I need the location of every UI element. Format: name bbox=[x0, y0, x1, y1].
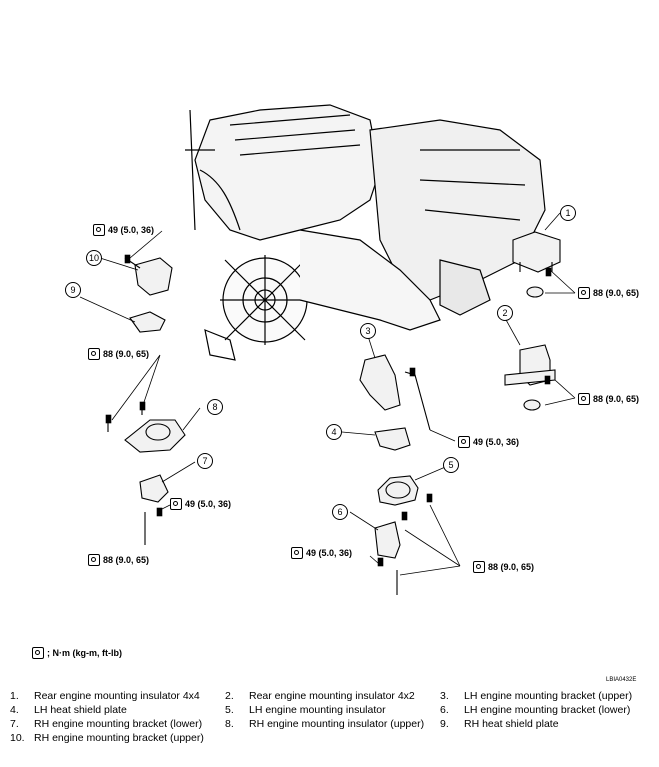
callout-7: 7 bbox=[197, 453, 213, 469]
torque-value: 88 (9.0, 65) bbox=[593, 394, 640, 404]
torque-wrench-icon bbox=[578, 393, 590, 405]
torque-wrench-icon bbox=[473, 561, 485, 573]
part-label: LH engine mounting bracket (upper) bbox=[464, 690, 633, 702]
callout-2: 2 bbox=[497, 305, 513, 321]
torque-spec: 49 (5.0, 36) bbox=[93, 224, 154, 236]
torque-spec: 49 (5.0, 36) bbox=[291, 547, 352, 559]
part-item: 2. Rear engine mounting insulator 4x2 bbox=[225, 690, 440, 702]
part-label: RH heat shield plate bbox=[464, 718, 559, 730]
part-number: 8. bbox=[225, 718, 234, 730]
torque-spec: 49 (5.0, 36) bbox=[458, 436, 519, 448]
part-number: 5. bbox=[225, 704, 234, 716]
part-label: LH engine mounting bracket (lower) bbox=[464, 704, 631, 716]
lh-heat-shield bbox=[374, 427, 411, 451]
part-item: 5. LH engine mounting insulator bbox=[225, 704, 440, 716]
callout-4: 4 bbox=[326, 424, 342, 440]
lh-mounting-bracket-lower bbox=[374, 521, 401, 595]
small-bolts bbox=[105, 254, 552, 567]
part-number: 6. bbox=[440, 704, 449, 716]
torque-spec: 49 (5.0, 36) bbox=[170, 498, 231, 510]
torque-wrench-icon bbox=[170, 498, 182, 510]
torque-spec: 88 (9.0, 65) bbox=[578, 393, 639, 405]
torque-spec: 88 (9.0, 65) bbox=[473, 561, 534, 573]
part-item: 3. LH engine mounting bracket (upper) bbox=[440, 690, 650, 702]
rh-mounting-bracket-lower bbox=[139, 474, 169, 545]
torque-value: 88 (9.0, 65) bbox=[103, 349, 150, 359]
callout-1: 1 bbox=[560, 205, 576, 221]
torque-wrench-icon bbox=[578, 287, 590, 299]
rear-insulator-4x4 bbox=[512, 231, 561, 298]
torque-value: 88 (9.0, 65) bbox=[103, 555, 150, 565]
part-item: 8. RH engine mounting insulator (upper) bbox=[225, 718, 440, 730]
unit-legend: ; N·m (kg-m, ft-lb) bbox=[32, 647, 122, 659]
part-label: RH engine mounting bracket (upper) bbox=[34, 732, 204, 744]
rh-mounting-insulator-upper bbox=[107, 405, 186, 453]
torque-wrench-icon bbox=[88, 554, 100, 566]
callout-10: 10 bbox=[86, 250, 102, 266]
lh-mounting-bracket-upper bbox=[359, 354, 431, 431]
rh-heat-shield bbox=[129, 311, 166, 333]
torque-value: 49 (5.0, 36) bbox=[306, 548, 353, 558]
torque-spec: 88 (9.0, 65) bbox=[578, 287, 639, 299]
engine-mount-diagram bbox=[79, 104, 576, 595]
part-item: 6. LH engine mounting bracket (lower) bbox=[440, 704, 650, 716]
torque-wrench-icon bbox=[93, 224, 105, 236]
part-item: 1. Rear engine mounting insulator 4x4 bbox=[10, 690, 225, 702]
part-item: 10. RH engine mounting bracket (upper) bbox=[10, 732, 225, 744]
unit-legend-text: ; N·m (kg-m, ft-lb) bbox=[47, 648, 122, 658]
callout-8: 8 bbox=[207, 399, 223, 415]
rear-insulator-4x2 bbox=[504, 344, 556, 411]
torque-value: 49 (5.0, 36) bbox=[473, 437, 520, 447]
torque-value: 49 (5.0, 36) bbox=[108, 225, 155, 235]
part-number: 7. bbox=[10, 718, 19, 730]
lh-mounting-insulator bbox=[377, 475, 419, 506]
part-number: 9. bbox=[440, 718, 449, 730]
torque-wrench-icon bbox=[291, 547, 303, 559]
part-label: RH engine mounting bracket (lower) bbox=[34, 718, 203, 730]
torque-value: 49 (5.0, 36) bbox=[185, 499, 232, 509]
part-number: 2. bbox=[225, 690, 234, 702]
torque-wrench-icon bbox=[458, 436, 470, 448]
callout-3: 3 bbox=[360, 323, 376, 339]
part-number: 1. bbox=[10, 690, 19, 702]
torque-wrench-icon bbox=[88, 348, 100, 360]
part-item: 4. LH heat shield plate bbox=[10, 704, 225, 716]
callout-9: 9 bbox=[65, 282, 81, 298]
part-label: LH engine mounting insulator bbox=[249, 704, 386, 716]
reference-code: LBIA0432E bbox=[606, 677, 637, 683]
callout-5: 5 bbox=[443, 457, 459, 473]
part-number: 3. bbox=[440, 690, 449, 702]
engine-assembly bbox=[185, 104, 546, 361]
torque-value: 88 (9.0, 65) bbox=[593, 288, 640, 298]
part-item: 7. RH engine mounting bracket (lower) bbox=[10, 718, 225, 730]
part-item: 9. RH heat shield plate bbox=[440, 718, 650, 730]
torque-wrench-icon bbox=[32, 647, 44, 659]
leader-lines bbox=[79, 212, 576, 576]
part-number: 10. bbox=[10, 732, 25, 744]
part-label: Rear engine mounting insulator 4x4 bbox=[34, 690, 200, 702]
torque-spec: 88 (9.0, 65) bbox=[88, 554, 149, 566]
part-label: LH heat shield plate bbox=[34, 704, 127, 716]
part-label: RH engine mounting insulator (upper) bbox=[249, 718, 425, 730]
torque-spec: 88 (9.0, 65) bbox=[88, 348, 149, 360]
part-label: Rear engine mounting insulator 4x2 bbox=[249, 690, 415, 702]
parts-list: 1. Rear engine mounting insulator 4x4 2. R… bbox=[10, 690, 650, 744]
torque-value: 88 (9.0, 65) bbox=[488, 562, 535, 572]
callout-6: 6 bbox=[332, 504, 348, 520]
rh-mounting-bracket-upper bbox=[124, 257, 173, 296]
part-number: 4. bbox=[10, 704, 19, 716]
